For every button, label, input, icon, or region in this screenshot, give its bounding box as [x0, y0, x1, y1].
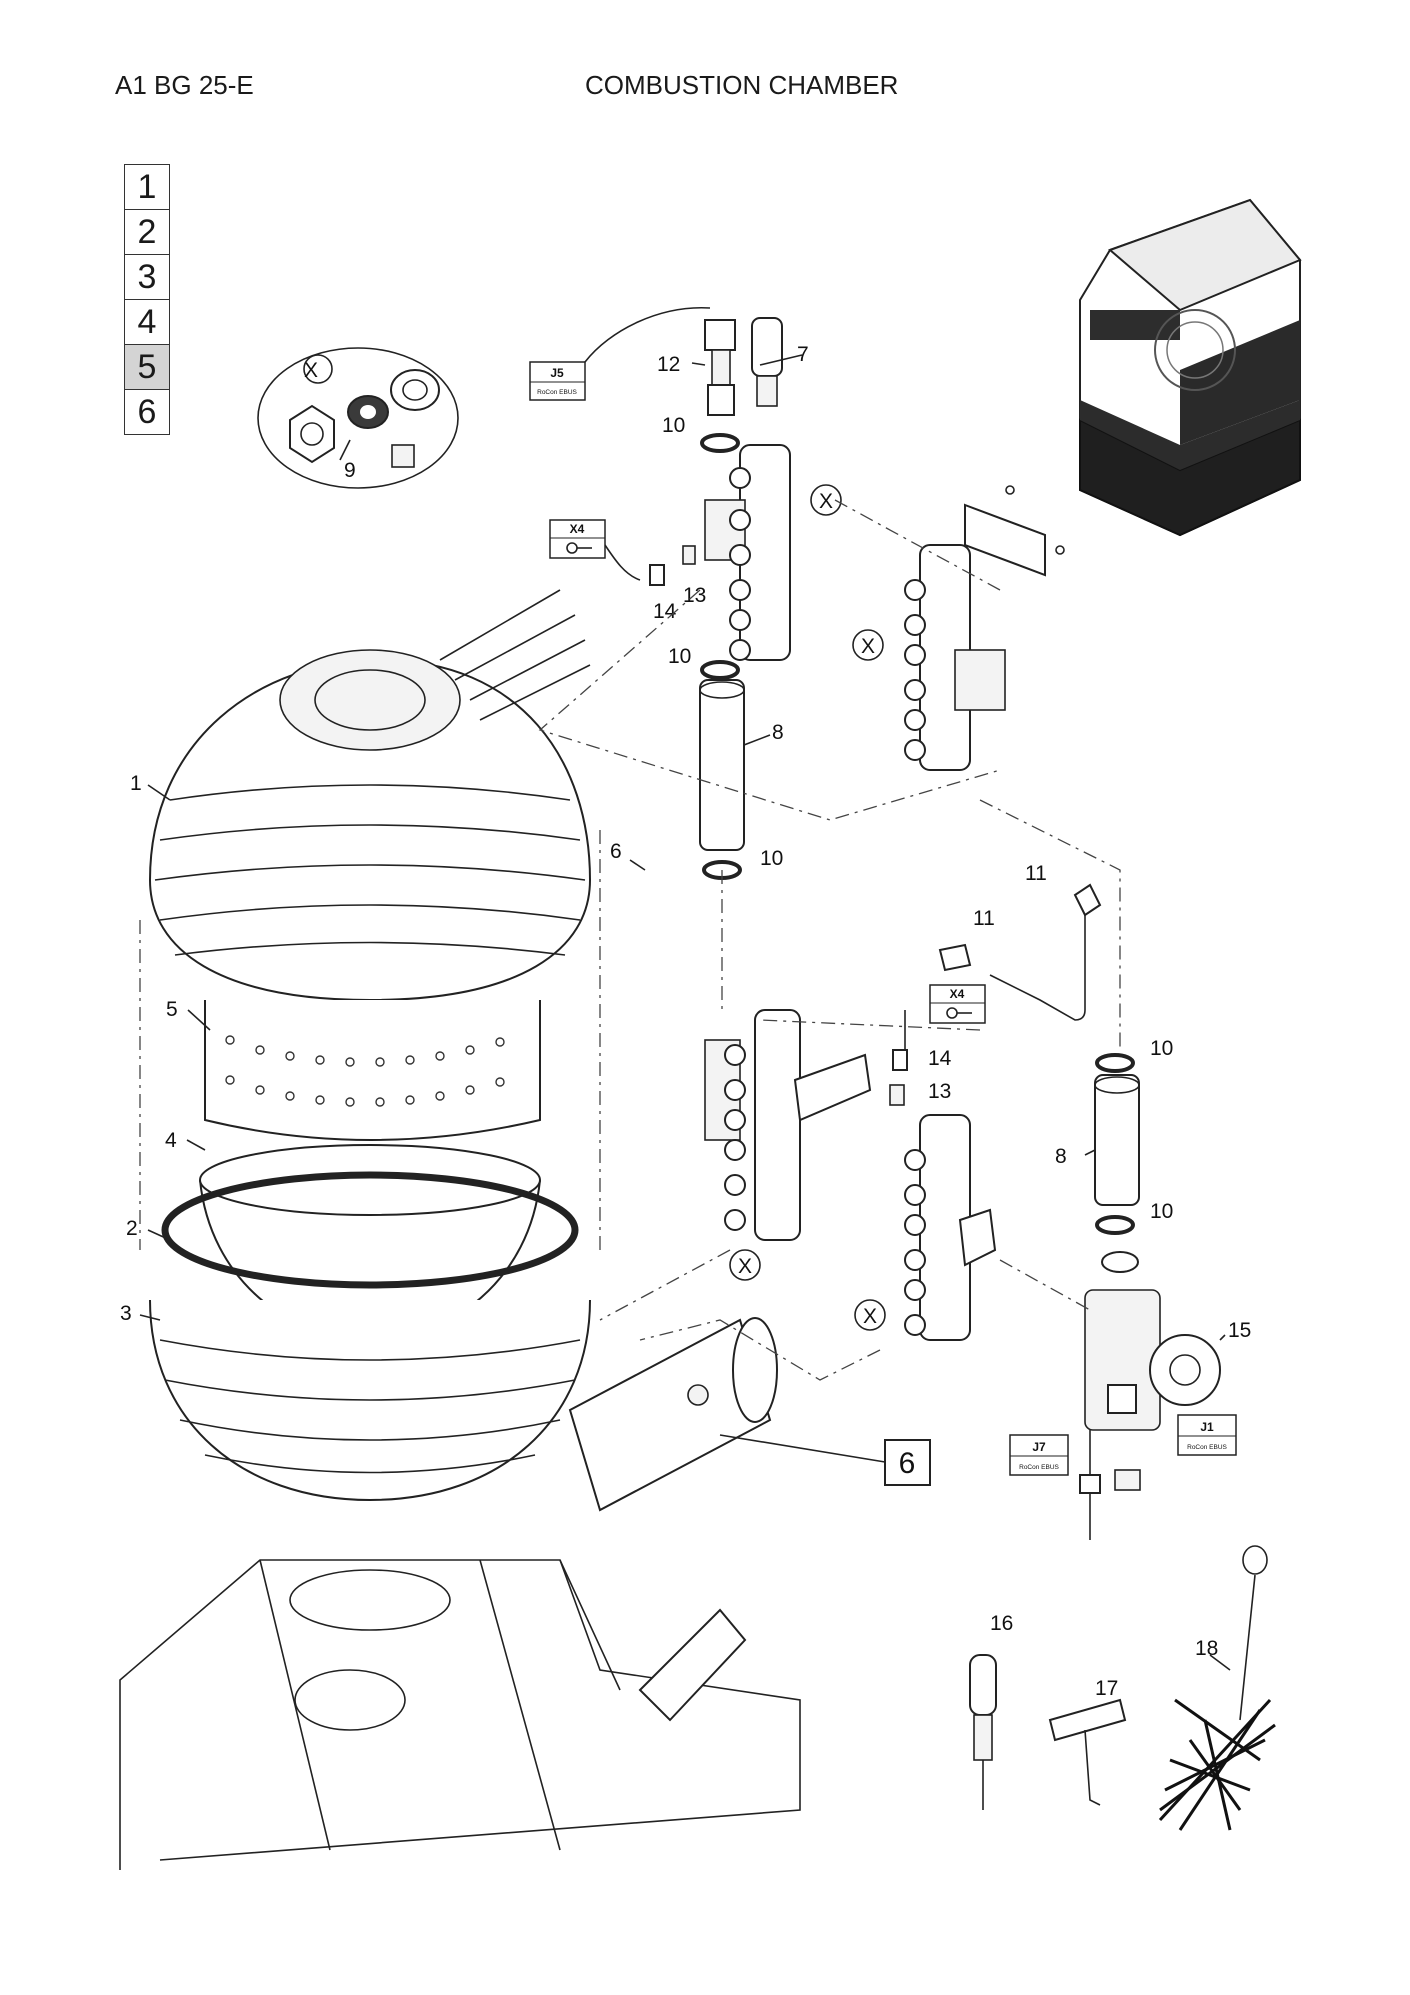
page-nav-item-2[interactable]: 2 — [124, 209, 170, 254]
callout-8-b: 8 — [1055, 1145, 1067, 1168]
callout-10-b: 10 — [668, 645, 691, 668]
callout-x-manifold-bottom-right: X — [863, 1305, 877, 1328]
callout-1: 1 — [130, 772, 142, 795]
callout-18: 18 — [1195, 1637, 1218, 1660]
svg-text:J1: J1 — [1200, 1420, 1214, 1434]
page-navigator: 1 2 3 4 5 6 — [124, 164, 170, 435]
circulation-pump-15 — [1084, 1251, 1221, 1431]
boiler-unit-illustration — [1079, 198, 1302, 537]
connector-tag-x4-top: X4 — [549, 519, 606, 559]
callout-x-manifold-right: X — [861, 635, 875, 658]
callout-4: 4 — [165, 1129, 177, 1152]
callout-11-a: 11 — [973, 907, 995, 930]
connector-tag-x4-mid: X4 — [929, 984, 986, 1024]
pressure-sensor-12 — [704, 319, 736, 416]
page-title: COMBUSTION CHAMBER — [585, 70, 899, 100]
document-code: A1 BG 25-E — [115, 70, 254, 100]
pipe-8-right — [1094, 1074, 1140, 1206]
cleaning-brush-18 — [1158, 1545, 1276, 1831]
combustion-chamber-assembly — [119, 589, 801, 1870]
callout-3: 3 — [120, 1302, 132, 1325]
callout-16: 16 — [990, 1612, 1013, 1635]
svg-text:RoCon EBUS: RoCon EBUS — [537, 389, 577, 396]
connector-tag-j7: J7 RoCon EBUS — [1009, 1434, 1069, 1476]
connector-tag-j5: J5 RoCon EBUS — [529, 361, 586, 401]
hex-key-17 — [1048, 1698, 1127, 1806]
detail-x-union-fitting — [257, 347, 459, 489]
page-nav-item-5-active[interactable]: 5 — [124, 344, 170, 389]
callout-11-b: 11 — [1025, 862, 1047, 885]
manifold-bottom-right — [904, 1114, 997, 1341]
callout-x-manifold-top: X — [819, 490, 833, 513]
callout-17: 17 — [1095, 1677, 1118, 1700]
callout-6: 6 — [610, 840, 622, 863]
svg-text:J7: J7 — [1032, 1440, 1046, 1454]
callout-x-detail: X — [304, 359, 318, 382]
air-vent-7 — [751, 317, 783, 407]
pipe-8-vertical — [699, 679, 745, 851]
page-nav-item-6[interactable]: 6 — [124, 389, 170, 435]
svg-text:X4: X4 — [570, 522, 585, 536]
callout-7: 7 — [797, 343, 809, 366]
callout-10-e: 10 — [1150, 1200, 1173, 1223]
callout-x-manifold-bottom: X — [738, 1255, 752, 1278]
manifold-bottom-left — [704, 1009, 872, 1241]
manifold-top — [704, 444, 791, 661]
callout-14-a: 14 — [653, 600, 677, 623]
page-nav-item-3[interactable]: 3 — [124, 254, 170, 299]
callout-10-a: 10 — [662, 414, 685, 437]
callout-10-c: 10 — [760, 847, 783, 870]
callout-13-b: 13 — [928, 1080, 951, 1103]
connector-tag-j1: J1 RoCon EBUS — [1177, 1414, 1237, 1456]
callout-10-d: 10 — [1150, 1037, 1173, 1060]
svg-text:RoCon EBUS: RoCon EBUS — [1019, 1464, 1059, 1471]
svg-text:J5: J5 — [550, 366, 564, 380]
page-nav-item-4[interactable]: 4 — [124, 299, 170, 344]
callout-8-a: 8 — [772, 721, 784, 744]
callout-14-b: 14 — [928, 1047, 952, 1070]
page-nav-item-1[interactable]: 1 — [124, 164, 170, 209]
callout-5: 5 — [166, 998, 178, 1021]
callout-15: 15 — [1228, 1319, 1251, 1342]
callout-6-boxed: 6 — [899, 1447, 916, 1480]
svg-text:X4: X4 — [950, 987, 965, 1001]
ignition-electrode-16 — [969, 1654, 997, 1810]
callout-9: 9 — [344, 459, 356, 482]
svg-text:RoCon EBUS: RoCon EBUS — [1187, 1444, 1227, 1451]
manifold-right — [904, 544, 1006, 771]
callout-2: 2 — [126, 1217, 138, 1240]
callout-12: 12 — [657, 353, 680, 376]
